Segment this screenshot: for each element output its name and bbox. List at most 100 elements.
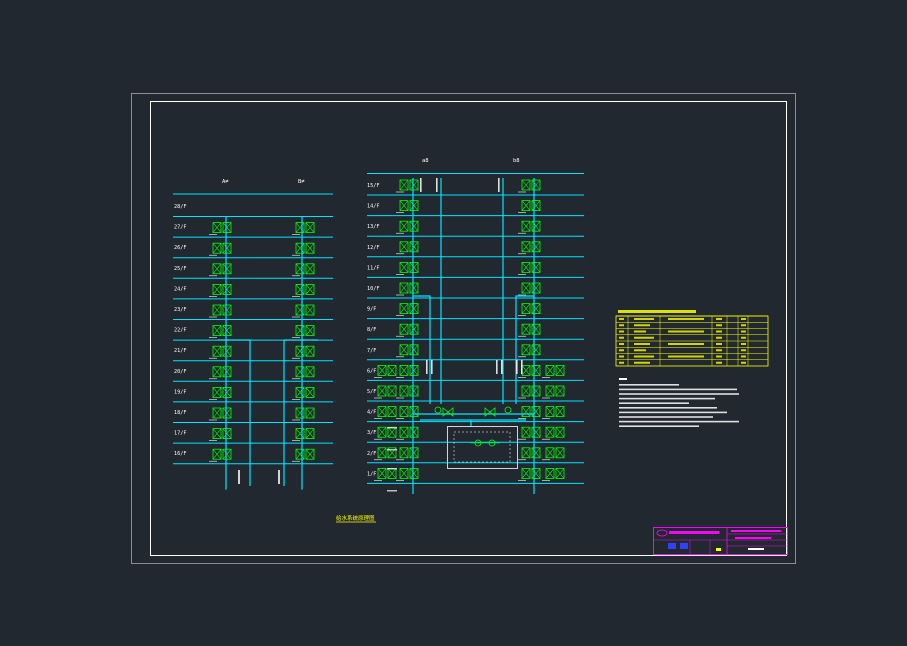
fixture-icon bbox=[542, 426, 565, 440]
fixture-icon bbox=[542, 467, 565, 481]
drawing-caption: 给水系统原理图 bbox=[336, 514, 375, 522]
fixture-icon bbox=[209, 386, 232, 400]
fixture-icon bbox=[292, 345, 315, 359]
valve-icon bbox=[484, 407, 496, 417]
floor-label: 3/F bbox=[367, 430, 376, 436]
fixture-icon bbox=[518, 406, 541, 419]
fixture-icon bbox=[292, 386, 315, 400]
riser-label: A≠ bbox=[222, 179, 229, 185]
fixture-icon bbox=[374, 467, 397, 481]
fixture-icon bbox=[518, 426, 541, 440]
riser-label: B≠ bbox=[298, 179, 305, 185]
fixture-icon bbox=[396, 261, 419, 275]
floor-label: 6/F bbox=[367, 368, 376, 374]
floor-label: 26/F bbox=[174, 245, 187, 251]
floor-label: 1/F bbox=[367, 471, 376, 477]
fixture-icon bbox=[292, 304, 315, 318]
fixture-icon bbox=[209, 448, 232, 462]
company-logo-icon bbox=[656, 529, 668, 537]
floor-label: 21/F bbox=[174, 348, 187, 354]
fixture-icon bbox=[209, 428, 232, 441]
fixture-icon bbox=[396, 364, 419, 378]
floor-label: 28/F bbox=[174, 204, 187, 210]
floor-label: 16/F bbox=[174, 451, 187, 457]
fixture-icon bbox=[374, 406, 397, 419]
floor-label: 9/F bbox=[367, 307, 376, 313]
drawing-frame bbox=[150, 101, 787, 556]
fixture-icon bbox=[396, 447, 419, 461]
fixture-icon bbox=[396, 426, 419, 440]
fixture-icon bbox=[518, 447, 541, 461]
title-block bbox=[653, 527, 788, 555]
fixture-icon bbox=[374, 364, 397, 378]
floor-label: 23/F bbox=[174, 307, 187, 313]
floor-label: 27/F bbox=[174, 225, 187, 231]
riser-label: a8 bbox=[422, 158, 429, 164]
pump-room bbox=[447, 426, 518, 469]
floor-label: 18/F bbox=[174, 410, 187, 416]
fixture-icon bbox=[542, 447, 565, 461]
fixture-icon bbox=[209, 263, 232, 277]
floor-label: 12/F bbox=[367, 245, 380, 251]
floor-label: 8/F bbox=[367, 327, 376, 333]
floor-label: 19/F bbox=[174, 389, 187, 395]
fixture-icon bbox=[518, 282, 541, 296]
floor-label: 20/F bbox=[174, 369, 187, 375]
floor-label: 10/F bbox=[367, 286, 380, 292]
fixture-icon bbox=[209, 407, 232, 421]
fixture-icon bbox=[542, 364, 565, 378]
floor-label: 25/F bbox=[174, 266, 187, 272]
fixture-icon bbox=[518, 179, 541, 193]
fixture-icon bbox=[518, 344, 541, 358]
sheet-border bbox=[131, 93, 796, 564]
fixture-icon bbox=[292, 325, 315, 338]
caption: 给水系统原理图 bbox=[336, 514, 376, 523]
fixture-icon bbox=[209, 242, 232, 256]
left-riser-system: A≠B≠28/F27/F26/F25/F24/F23/F22/F21/F20/F… bbox=[173, 179, 333, 490]
fixture-icon bbox=[518, 303, 541, 316]
design-notes bbox=[619, 378, 739, 427]
floor-label: 2/F bbox=[367, 451, 376, 457]
fixture-icon bbox=[374, 385, 397, 399]
fixture-icon bbox=[292, 407, 315, 421]
fixture-icon bbox=[209, 366, 232, 380]
fixture-table bbox=[615, 310, 769, 367]
fixture-icon bbox=[292, 448, 315, 462]
floor-label: 13/F bbox=[367, 224, 380, 230]
water-meter-icon bbox=[434, 406, 512, 414]
floor-label: 4/F bbox=[367, 410, 376, 416]
fixture-icon bbox=[396, 282, 419, 296]
fixture-icon bbox=[292, 242, 315, 256]
fixture-icon bbox=[209, 222, 232, 235]
fixture-icon bbox=[292, 283, 315, 297]
fixture-icon bbox=[518, 385, 541, 399]
fixture-icon bbox=[396, 200, 419, 213]
fixture-icon bbox=[518, 261, 541, 275]
fixture-icon bbox=[396, 406, 419, 419]
fixture-icon bbox=[292, 366, 315, 380]
valve-icon bbox=[442, 407, 454, 417]
pump-icon bbox=[470, 439, 500, 447]
fixture-icon bbox=[396, 220, 419, 234]
fixture-icon bbox=[396, 303, 419, 316]
fixture-icon bbox=[396, 385, 419, 399]
floor-label: 17/F bbox=[174, 431, 187, 437]
fixture-icon bbox=[518, 323, 541, 337]
fixture-icon bbox=[396, 179, 419, 193]
fixture-icon bbox=[542, 406, 565, 419]
floor-label: 15/F bbox=[367, 183, 380, 189]
riser-label: b8 bbox=[513, 158, 520, 164]
fixture-icon bbox=[518, 200, 541, 213]
floor-label: 7/F bbox=[367, 348, 376, 354]
fixture-icon bbox=[542, 385, 565, 399]
fixture-icon bbox=[396, 344, 419, 358]
floor-label: 14/F bbox=[367, 204, 380, 210]
fixture-icon bbox=[396, 241, 419, 255]
supply-pipe bbox=[218, 339, 251, 486]
fixture-icon bbox=[209, 304, 232, 318]
fixture-icon bbox=[374, 426, 397, 440]
floor-label: 22/F bbox=[174, 328, 187, 334]
fixture-icon bbox=[292, 428, 315, 441]
